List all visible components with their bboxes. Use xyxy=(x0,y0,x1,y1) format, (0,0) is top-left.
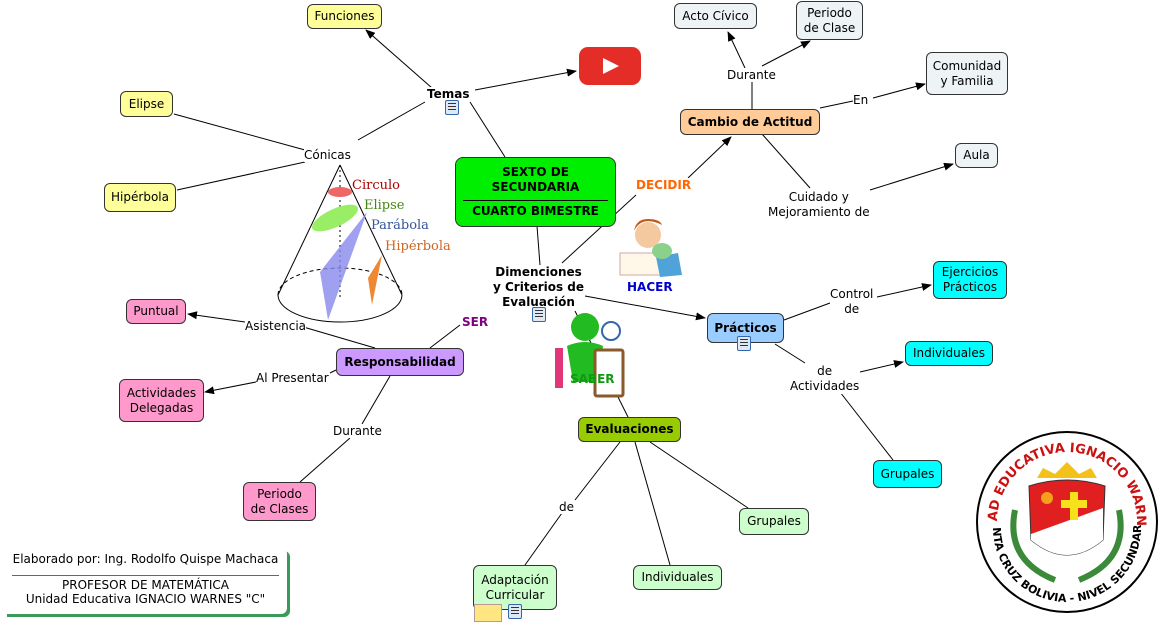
document-icon[interactable] xyxy=(508,604,522,619)
cone-label-circulo: Circulo xyxy=(352,178,400,193)
document-icon[interactable] xyxy=(532,307,546,322)
school-logo: UNIDAD EDUCATIVA IGNACIO WARNES C SANTA … xyxy=(975,430,1158,613)
node-sexto-secundaria[interactable]: SEXTO DE SECUNDARIA CUARTO BIMESTRE xyxy=(455,157,616,227)
node-cambio-de-actitud[interactable]: Cambio de Actitud xyxy=(680,109,820,135)
document-icon[interactable] xyxy=(445,100,459,115)
label-de: de xyxy=(559,500,574,514)
node-evaluaciones[interactable]: Evaluaciones xyxy=(578,417,681,442)
node-acto-civico[interactable]: Acto Cívico xyxy=(674,3,757,29)
label-hacer: HACER xyxy=(627,280,673,294)
saber-figure-image xyxy=(555,313,625,398)
credits-author: Elaborado por: Ing. Rodolfo Quispe Macha… xyxy=(12,552,279,566)
cone-label-parabola: Parábola xyxy=(371,218,429,233)
node-individuales-saber[interactable]: Individuales xyxy=(633,565,722,590)
label-decidir: DECIDIR xyxy=(636,178,692,192)
label-en: En xyxy=(853,93,869,107)
label-conicas: Cónicas xyxy=(304,148,351,162)
node-grupales-hacer[interactable]: Grupales xyxy=(873,460,942,488)
node-hiperbola[interactable]: Hipérbola xyxy=(104,183,176,212)
divider xyxy=(463,200,608,201)
cone-label-elipse: Elipse xyxy=(364,198,405,213)
center-line3: CUARTO BIMESTRE xyxy=(472,204,599,218)
label-durante: Durante xyxy=(727,68,776,82)
label-durante-ser: Durante xyxy=(333,424,382,438)
document-icon[interactable] xyxy=(737,336,751,351)
node-responsabilidad[interactable]: Responsabilidad xyxy=(336,348,464,376)
node-elipse[interactable]: Elipse xyxy=(120,91,173,117)
label-ser: SER xyxy=(462,315,489,329)
credits-school: Unidad Educativa IGNACIO WARNES "C" xyxy=(25,592,266,606)
center-line2: SECUNDARIA xyxy=(491,180,580,194)
cone-conics-image: Circulo Elipse Parábola Hipérbola xyxy=(277,164,451,323)
label-saber: SABER xyxy=(570,372,615,386)
center-line1: SEXTO DE xyxy=(502,165,569,179)
divider xyxy=(12,575,279,576)
node-funciones[interactable]: Funciones xyxy=(307,4,382,29)
note-icon[interactable] xyxy=(474,604,502,622)
label-temas: Temas xyxy=(427,87,470,101)
credits-role: PROFESOR DE MATEMÁTICA xyxy=(62,578,229,592)
node-aula[interactable]: Aula xyxy=(955,143,998,168)
youtube-icon[interactable] xyxy=(579,47,641,85)
student-writing-image xyxy=(619,219,682,277)
cone-label-hiperbola: Hipérbola xyxy=(385,239,451,254)
node-puntual[interactable]: Puntual xyxy=(126,299,186,324)
node-individuales-hacer[interactable]: Individuales xyxy=(905,341,993,366)
label-asistencia: Asistencia xyxy=(245,319,307,333)
label-al-presentar: Al Presentar xyxy=(256,371,329,385)
node-grupales-saber[interactable]: Grupales xyxy=(739,508,809,535)
credits-box: Elaborado por: Ing. Rodolfo Quispe Macha… xyxy=(4,548,287,614)
link xyxy=(469,101,506,158)
